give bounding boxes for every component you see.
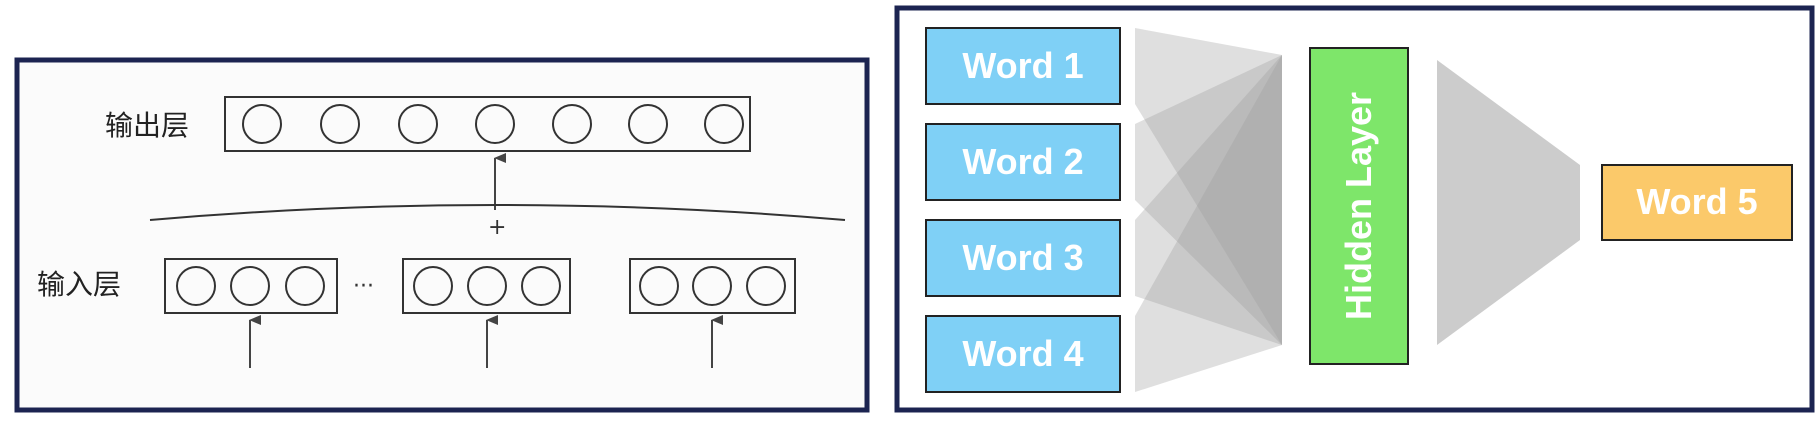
- input-word-1: Word 1: [925, 27, 1121, 105]
- output-word: Word 5: [1601, 164, 1793, 241]
- input-to-hidden-connections: [1135, 28, 1282, 392]
- connection-wedge-1: [1135, 28, 1282, 345]
- neuron-circle-icon: [639, 266, 679, 306]
- neuron-circle-icon: [242, 104, 282, 144]
- input-word-2-label: Word 2: [962, 141, 1083, 182]
- input-layer-box-2: [402, 258, 571, 314]
- neuron-circle-icon: [552, 104, 592, 144]
- neuron-circle-icon: [467, 266, 507, 306]
- neuron-circle-icon: [704, 104, 744, 144]
- neuron-circle-icon: [692, 266, 732, 306]
- neuron-circle-icon: [320, 104, 360, 144]
- input-neurons: [176, 266, 786, 306]
- neuron-circle-icon: [475, 104, 515, 144]
- neuron-circle-icon: [285, 266, 325, 306]
- hidden-to-output-connection: [1437, 60, 1580, 345]
- neuron-circle-icon: [746, 266, 786, 306]
- input-word-3-label: Word 3: [962, 237, 1083, 278]
- input-layer-box-1: [164, 258, 338, 314]
- neuron-circle-icon: [230, 266, 270, 306]
- neuron-circle-icon: [521, 266, 561, 306]
- sum-plus-sign: +: [488, 215, 506, 240]
- output-word-label: Word 5: [1636, 181, 1757, 222]
- connection-wedge-3: [1135, 55, 1282, 345]
- neuron-circle-icon: [176, 266, 216, 306]
- input-ellipsis: ···: [353, 274, 374, 299]
- input-layer-box-3: [629, 258, 796, 314]
- input-word-2: Word 2: [925, 123, 1121, 201]
- neuron-circle-icon: [413, 266, 453, 306]
- input-word-4-label: Word 4: [962, 333, 1083, 374]
- neuron-circle-icon: [628, 104, 668, 144]
- neuron-circle-icon: [398, 104, 438, 144]
- hidden-layer: Hidden Layer: [1309, 47, 1409, 365]
- input-word-3: Word 3: [925, 219, 1121, 297]
- input-word-4: Word 4: [925, 315, 1121, 393]
- left-panel-frame: [14, 57, 870, 413]
- right-panel: Word 1 Word 2 Word 3 Word 4 Hidden Layer…: [894, 5, 1815, 413]
- hidden-layer-label: Hidden Layer: [1338, 92, 1379, 320]
- input-word-1-label: Word 1: [962, 45, 1083, 86]
- sum-brace: [149, 204, 846, 221]
- input-layer-label: 输入层: [37, 268, 121, 301]
- connection-wedge-2: [1135, 55, 1282, 345]
- left-panel: 输出层 + 输入层 ···: [14, 57, 870, 413]
- output-neurons: [242, 104, 744, 144]
- connection-wedge-4: [1135, 55, 1282, 392]
- output-layer-box: [224, 96, 751, 152]
- output-layer-label: 输出层: [105, 109, 189, 142]
